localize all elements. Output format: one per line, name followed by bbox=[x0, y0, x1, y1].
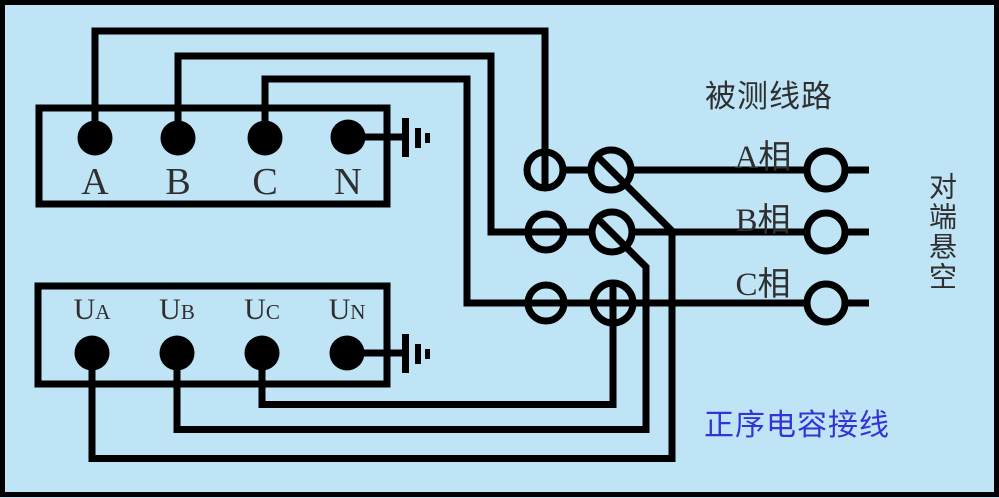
ub-sub: B bbox=[180, 300, 195, 324]
uc-sub: C bbox=[265, 300, 280, 324]
wire-voltage-a bbox=[88, 151, 676, 462]
un-sub: N bbox=[350, 300, 366, 324]
phase-c-label: C相 bbox=[735, 267, 791, 303]
terminal-ua-label: UA bbox=[57, 293, 127, 327]
phase-a-label: A相 bbox=[734, 140, 792, 176]
ground-icon bbox=[402, 118, 430, 157]
source-terminals bbox=[77, 119, 366, 156]
measured-line-label: 被测线路 bbox=[705, 79, 833, 114]
jack-row3-left bbox=[524, 281, 568, 325]
terminal-b bbox=[160, 120, 196, 156]
uc-base: U bbox=[244, 293, 266, 326]
caption-label: 正序电容接线 bbox=[704, 409, 890, 442]
ub-base: U bbox=[159, 293, 181, 326]
terminal-c-label: C bbox=[252, 161, 278, 203]
terminal-un bbox=[329, 335, 365, 371]
jack-row1-left bbox=[523, 148, 567, 192]
ground-icon bbox=[402, 334, 430, 373]
terminal-a bbox=[77, 120, 113, 156]
terminal-un-label: UN bbox=[312, 293, 382, 327]
ua-sub: A bbox=[95, 300, 111, 324]
wire-voltage-b bbox=[173, 214, 650, 433]
terminal-uc bbox=[244, 335, 280, 371]
un-base: U bbox=[328, 293, 351, 326]
terminal-a-label: A bbox=[81, 161, 109, 203]
jack-row1-right bbox=[587, 146, 635, 194]
terminal-c bbox=[247, 120, 283, 156]
source-terminal-box bbox=[35, 104, 391, 208]
phase-b-label: B相 bbox=[735, 203, 791, 239]
terminal-uc-label: UC bbox=[227, 293, 297, 327]
test-jacks bbox=[523, 146, 637, 327]
jack-row2-left bbox=[524, 210, 568, 254]
terminal-n bbox=[330, 119, 366, 155]
jack-row3-right bbox=[589, 279, 637, 327]
jack-row2-right bbox=[588, 208, 636, 256]
phase-terminal-a bbox=[803, 147, 849, 193]
terminal-ub bbox=[159, 335, 195, 371]
terminal-ua bbox=[74, 335, 110, 371]
phase-terminal-c bbox=[803, 280, 849, 326]
wire-source-b bbox=[174, 52, 590, 236]
phase-terminals bbox=[803, 147, 849, 326]
wire-voltage-c bbox=[258, 280, 617, 408]
wire-source-a bbox=[91, 27, 549, 191]
far-end-label: 对端悬空 bbox=[925, 172, 956, 292]
terminal-b-label: B bbox=[165, 161, 191, 203]
phase-terminal-b bbox=[803, 209, 849, 255]
voltage-terminal-box bbox=[34, 282, 391, 388]
wire-source-c bbox=[261, 75, 804, 307]
ua-base: U bbox=[73, 293, 96, 326]
terminal-ub-label: UB bbox=[142, 293, 212, 327]
voltage-terminals bbox=[74, 335, 365, 371]
terminal-n-label: N bbox=[334, 161, 362, 203]
